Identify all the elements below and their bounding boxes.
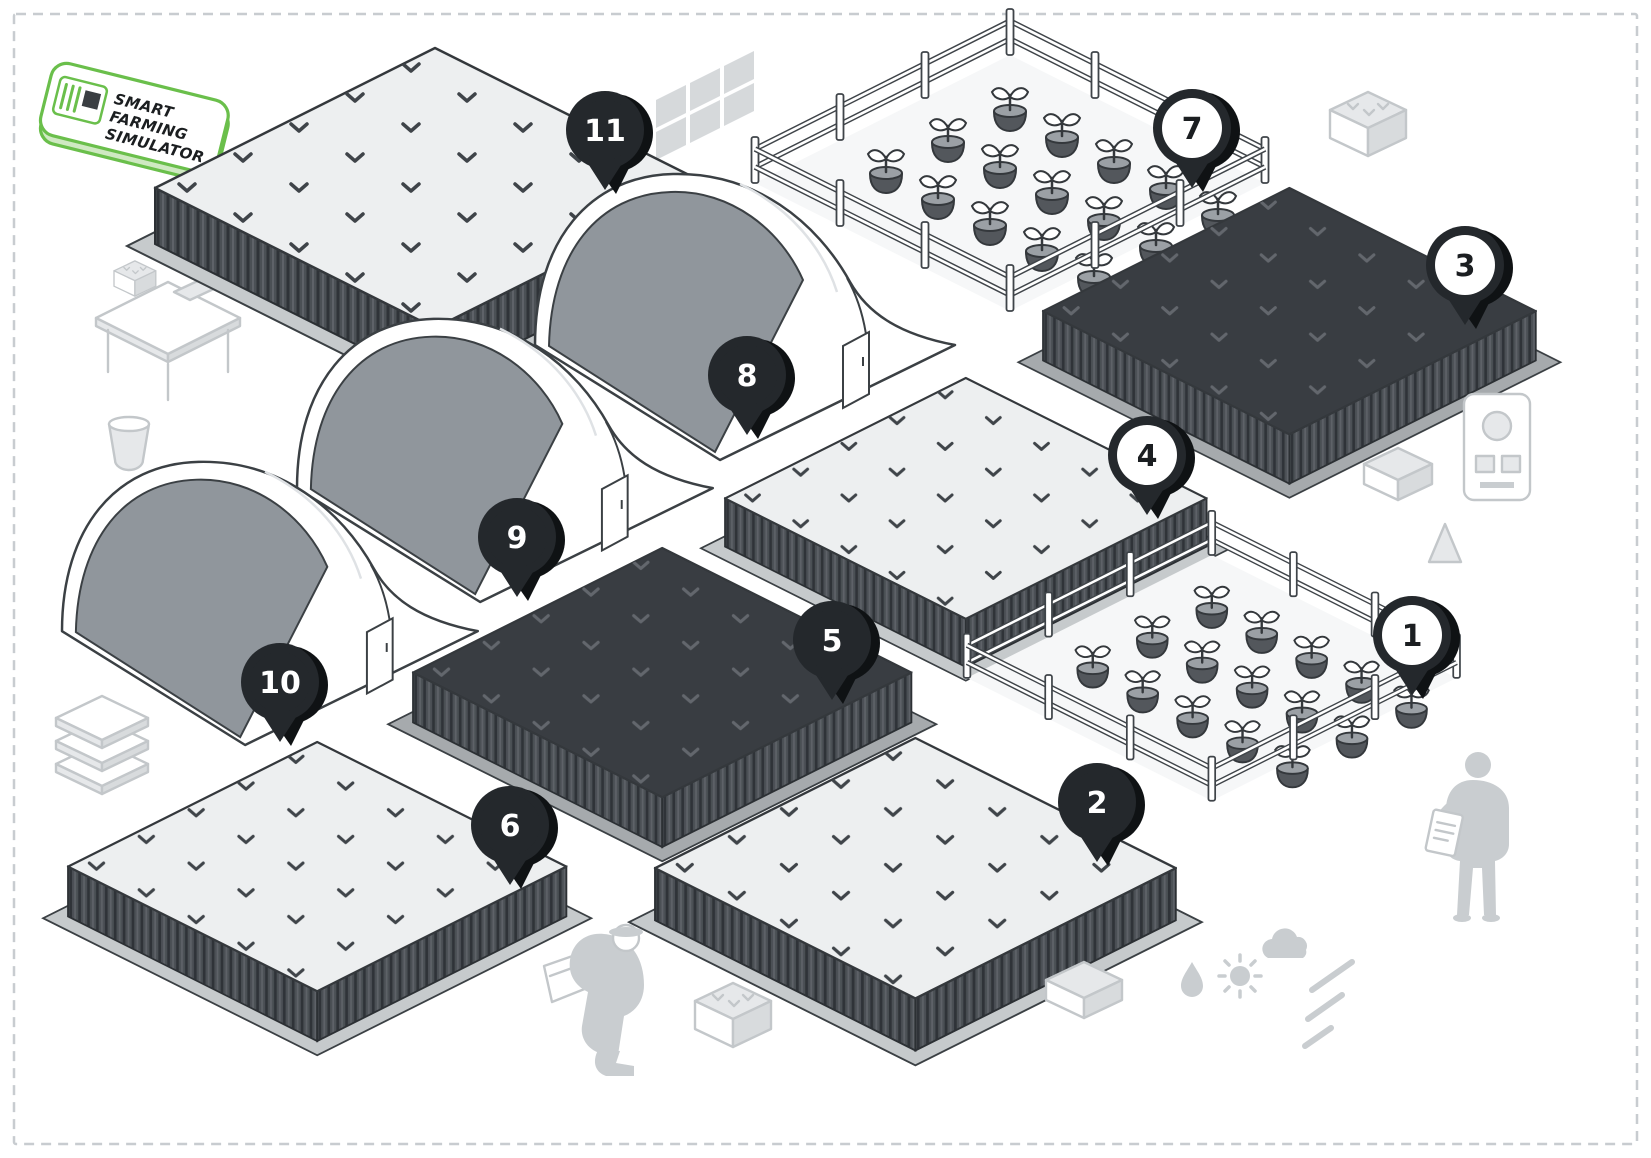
weather-icons (1181, 928, 1355, 1049)
pin-number-label: 7 (1182, 112, 1203, 147)
map-pin-7[interactable]: 7 (1153, 89, 1240, 192)
farmer-with-clipboard (1424, 752, 1509, 922)
map-pin-5[interactable]: 5 (793, 601, 880, 704)
map-pin-8[interactable]: 8 (708, 336, 795, 439)
seed-trays (54, 694, 150, 796)
raindrop-icon (1181, 962, 1203, 997)
map-pin-3[interactable]: 3 (1426, 226, 1513, 329)
map-pin-6[interactable]: 6 (471, 786, 558, 889)
cloud-icon (1262, 928, 1307, 958)
harvest-crate (693, 981, 773, 1049)
map-pin-11[interactable]: 11 (566, 91, 653, 194)
window-panes (656, 51, 754, 160)
beekeeper-with-box (542, 923, 644, 1076)
pin-number-label: 6 (500, 809, 521, 844)
pin-number-label: 3 (1455, 249, 1476, 284)
logo-device-icon (51, 75, 109, 125)
pin-number-label: 4 (1137, 439, 1158, 474)
pin-number-label: 8 (737, 359, 758, 394)
storage-box (1362, 446, 1434, 502)
bucket (107, 415, 151, 472)
cone-marker (1427, 522, 1463, 564)
map-pin-10[interactable]: 10 (241, 643, 328, 746)
seedling-crate (1328, 90, 1408, 158)
smart-farming-logo: SMART FARMING SIMULATOR (38, 61, 230, 183)
map-pin-4[interactable]: 4 (1108, 416, 1195, 519)
map-pin-9[interactable]: 9 (478, 498, 565, 601)
pin-number-label: 9 (507, 521, 528, 556)
pin-number-label: 11 (584, 114, 626, 149)
pin-number-label: 10 (259, 666, 301, 701)
produce-box (1044, 960, 1124, 1020)
rain-streaks (1302, 959, 1355, 1049)
dashed-border-frame (12, 12, 1639, 1146)
pin-number-label: 2 (1087, 786, 1108, 821)
pin-number-label: 5 (822, 624, 843, 659)
irrigation-machine (1462, 392, 1532, 502)
clipboard (1424, 808, 1464, 858)
map-pin-1[interactable]: 1 (1373, 596, 1460, 699)
pin-number-label: 1 (1402, 619, 1423, 654)
work-table (94, 260, 242, 402)
map-pin-2[interactable]: 2 (1058, 763, 1145, 866)
sun-icon (1217, 953, 1263, 999)
